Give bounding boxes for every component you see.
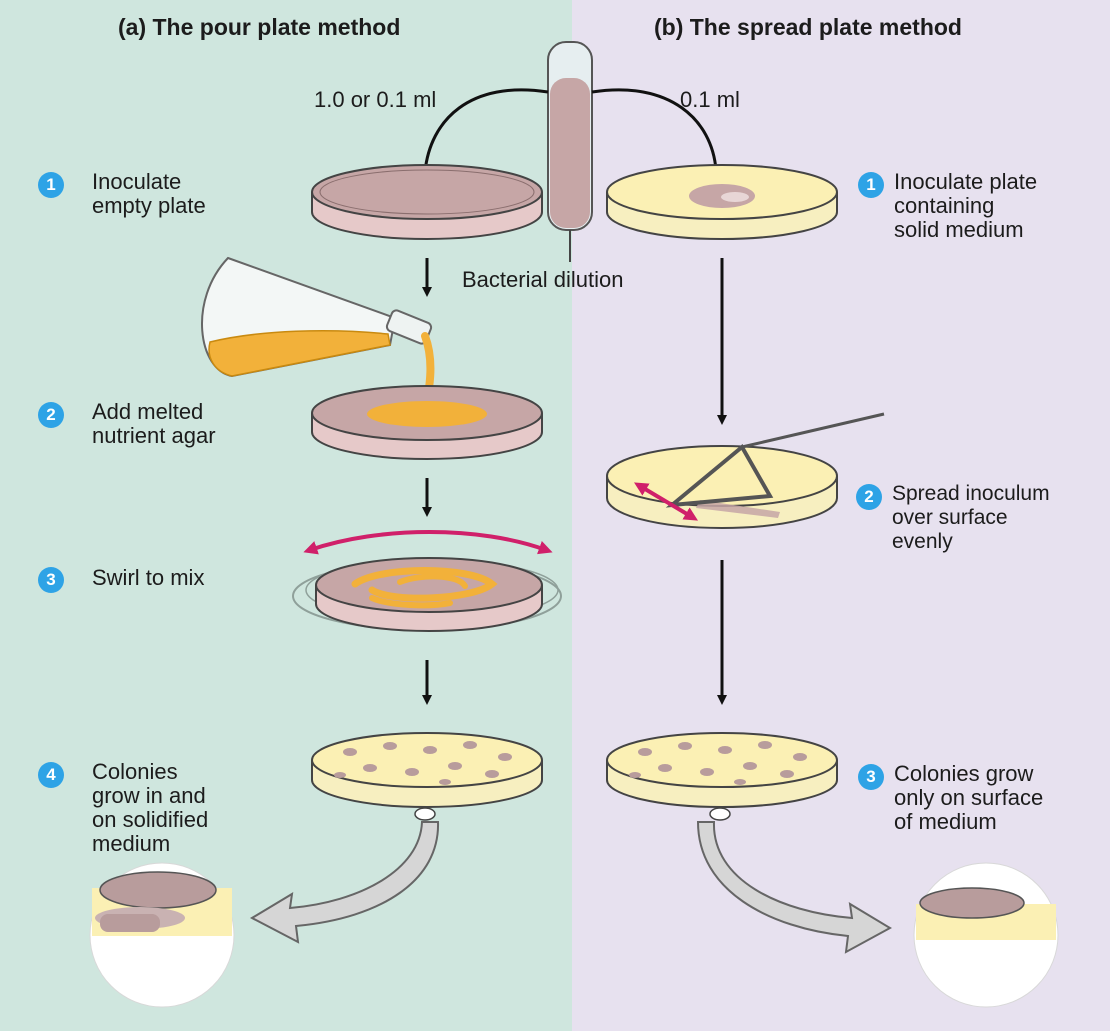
plate-a2 xyxy=(312,386,542,459)
pour-plate-title: (a) The pour plate method xyxy=(118,14,400,41)
plate-a1 xyxy=(312,165,542,239)
step-text-b3: Colonies grow only on surface of medium xyxy=(894,762,1043,834)
step-badge-b1: 1 xyxy=(858,172,884,198)
cross-section-a xyxy=(90,863,234,1007)
zoom-arrow-a xyxy=(252,822,438,942)
plate-a4 xyxy=(312,733,542,820)
step-text-a1: Inoculate empty plate xyxy=(92,170,206,218)
plate-b2 xyxy=(607,414,884,528)
pour-volume-label: 1.0 or 0.1 ml xyxy=(314,88,436,112)
spread-volume-label: 0.1 ml xyxy=(680,88,740,112)
step-badge-a1: 1 xyxy=(38,172,64,198)
step-text-a2: Add melted nutrient agar xyxy=(92,400,216,448)
spread-plate-title: (b) The spread plate method xyxy=(654,14,962,41)
step-text-b2: Spread inoculum over surface evenly xyxy=(892,482,1050,554)
step-badge-a4: 4 xyxy=(38,762,64,788)
tube-label: Bacterial dilution xyxy=(462,268,623,292)
cross-section-b xyxy=(914,863,1058,1007)
step-text-a3: Swirl to mix xyxy=(92,566,204,590)
step-text-a4: Colonies grow in and on solidified mediu… xyxy=(92,760,208,856)
plate-b3 xyxy=(607,733,837,820)
test-tube xyxy=(548,42,592,262)
zoom-arrow-b xyxy=(698,822,890,952)
step-text-b1: Inoculate plate containing solid medium xyxy=(894,170,1037,242)
step-badge-b3: 3 xyxy=(858,764,884,790)
step-badge-a2: 2 xyxy=(38,402,64,428)
step-badge-a3: 3 xyxy=(38,567,64,593)
flask-icon xyxy=(202,258,433,408)
step-badge-b2: 2 xyxy=(856,484,882,510)
plate-b1 xyxy=(607,165,837,239)
plate-a3 xyxy=(293,532,561,631)
inoculation-arrow-left xyxy=(425,90,548,172)
